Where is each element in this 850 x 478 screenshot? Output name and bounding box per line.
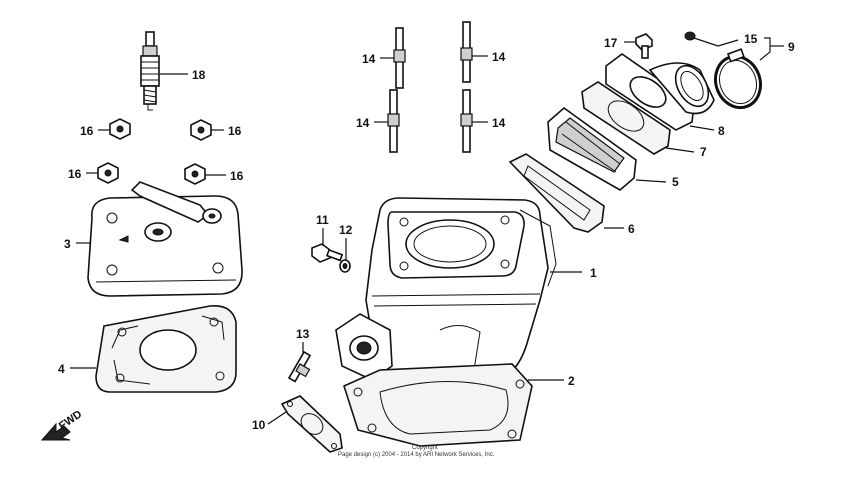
callout-17: 17	[604, 36, 618, 50]
callout-12: 12	[339, 223, 353, 237]
callout-7: 7	[700, 145, 707, 159]
footer: Copyright Page design (c) 2004 - 2014 by…	[338, 445, 495, 458]
callout-14-upper-left: 14	[362, 52, 376, 66]
clamp-screw	[684, 31, 719, 47]
callout-14-lower-right: 14	[492, 116, 506, 130]
insulator-gasket	[581, 81, 671, 155]
nut-lower-right	[184, 163, 206, 185]
cylinder	[335, 197, 557, 387]
callout-18: 18	[192, 68, 206, 82]
callout-8: 8	[718, 124, 725, 138]
callout-3: 3	[64, 237, 71, 251]
exhaust-stud	[287, 350, 312, 383]
nut-upper-right	[190, 119, 212, 141]
stud-lower-right	[460, 89, 473, 153]
exhaust-gasket	[280, 395, 343, 453]
callout-16-lower-left: 16	[68, 167, 82, 181]
callout-4: 4	[58, 362, 65, 376]
footer-page-design: Page design (c) 2004 - 2014 by ARI Netwo…	[338, 452, 495, 458]
stud-upper-right	[460, 21, 473, 83]
hose-clamp	[713, 48, 763, 110]
forward-arrow-icon	[40, 422, 71, 441]
callout-14-upper-right: 14	[492, 50, 506, 64]
callout-13: 13	[296, 327, 310, 341]
bolt	[311, 243, 344, 263]
forward-label: FWD	[57, 408, 84, 432]
callout-15: 15	[744, 32, 758, 46]
nut-lower-left	[97, 162, 119, 184]
stud-upper-left	[393, 27, 406, 89]
callout-16-upper-left: 16	[80, 124, 94, 138]
spark-plug	[140, 31, 160, 111]
cylinder-head	[87, 181, 243, 297]
callout-14-lower-left: 14	[356, 116, 370, 130]
callout-10: 10	[252, 418, 266, 432]
callout-1: 1	[590, 266, 597, 280]
footer-copyright: Copyright	[412, 445, 438, 451]
callout-labels: 1 2 3 4 5 6 7 8 9 10 11 12 13 14 14 14 1…	[58, 32, 795, 432]
reed-valve	[547, 106, 637, 191]
callout-16-upper-right: 16	[228, 124, 242, 138]
head-gasket	[95, 305, 237, 393]
callout-5: 5	[672, 175, 679, 189]
base-gasket	[343, 363, 533, 447]
callout-6: 6	[628, 222, 635, 236]
callout-9: 9	[788, 40, 795, 54]
nut-upper-left	[109, 118, 131, 140]
stud-lower-left	[387, 89, 400, 153]
intake-manifold	[605, 53, 715, 131]
callout-16-lower-right: 16	[230, 169, 244, 183]
manifold-bolt	[635, 33, 653, 59]
callout-11: 11	[316, 213, 329, 227]
reed-gasket	[508, 153, 605, 233]
forward-direction-indicator: FWD	[40, 408, 84, 441]
leader-lines	[70, 37, 784, 425]
washer	[339, 259, 351, 273]
callout-2: 2	[568, 374, 575, 388]
